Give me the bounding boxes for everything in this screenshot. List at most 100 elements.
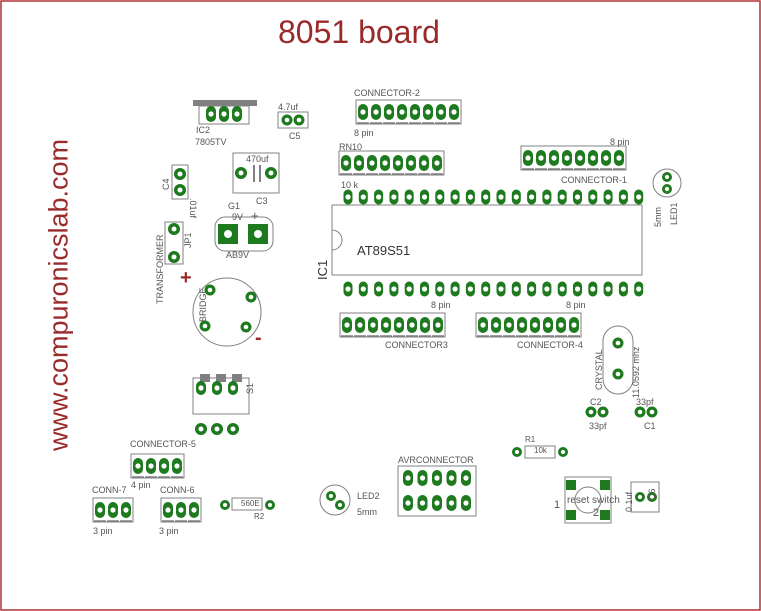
led2-label: LED2: [357, 491, 380, 501]
c6-pad-1-hole: [637, 494, 643, 500]
connector2-pin-1-hole: [373, 109, 379, 115]
rn10-pin-0-hole: [343, 160, 349, 166]
jp1-pad-2-hole: [171, 254, 177, 260]
jp1-label: JP1: [183, 232, 193, 248]
r1-pad-1-hole: [514, 449, 520, 455]
c4-outline: [171, 164, 189, 200]
avr-bottom-pin-3-hole: [448, 500, 455, 506]
bridge-pad-2-hole: [248, 294, 254, 300]
rn10-pin-4-hole: [395, 160, 401, 166]
ic1-top-pin-2-hole: [376, 194, 382, 200]
ic1-bottom-pin-16-hole: [590, 286, 596, 292]
s1-label: S1: [245, 382, 255, 394]
c3-pad-1-hole: [238, 170, 244, 176]
ic1-bottom-pin-5-hole: [421, 286, 428, 292]
ic1-top-pin-11-hole: [513, 194, 519, 200]
connector2-label: CONNECTOR-2: [354, 88, 420, 98]
c5-label: C5: [289, 131, 301, 141]
ic1-top-pin-17-hole: [605, 194, 611, 200]
c5-outline: [277, 111, 309, 129]
conn6-pin-1-hole: [178, 507, 184, 513]
ic1-top-pin-5-hole: [421, 194, 428, 200]
reset-outline: [564, 476, 612, 524]
r2-body: [231, 497, 263, 511]
c3-outline: [232, 152, 280, 194]
r1-value-label: 10k: [534, 446, 547, 455]
rn10-pin-1-hole: [356, 160, 362, 166]
conn7-pin-2-hole: [123, 507, 129, 513]
bridge-minus-label: -: [255, 327, 262, 349]
connector4-pin-3-hole: [519, 322, 525, 328]
ic1-bottom-pin-2-hole: [376, 286, 382, 292]
c6-label: C6: [647, 488, 657, 500]
ic2-pin-2-hole: [221, 111, 227, 117]
ic1-top-pin-12-hole: [529, 194, 535, 200]
connector3-pin-6-hole: [422, 322, 428, 328]
ic1-top-pin-13-hole: [544, 194, 550, 200]
connector1-pin-0-hole: [525, 155, 531, 161]
g1-outline: [214, 216, 274, 252]
battery-volts-label: 9V: [232, 212, 244, 222]
connector4-pin-0-hole: [480, 322, 486, 328]
ic1-bottom-pin-14-hole: [559, 286, 565, 292]
bridge-plus-label: +: [180, 267, 192, 289]
s1-pin-1-hole: [198, 385, 204, 391]
g1-pad-2-hole: [254, 230, 262, 238]
connector4-outline: [475, 312, 582, 338]
ic1-bottom-pin-7-hole: [452, 286, 458, 292]
s1-pin-3-hole: [230, 385, 236, 391]
rn10-label: RN10: [339, 142, 363, 152]
connector3-pin-2-hole: [370, 322, 376, 328]
connector4-pin-5-hole: [545, 322, 551, 328]
connector3-pin-1-hole: [357, 322, 363, 328]
c4-value-label: .01uf: [188, 198, 198, 219]
ic1-top-pin-4-hole: [406, 194, 412, 200]
ic1-top-pin-18-hole: [620, 194, 627, 200]
ic1-bottom-pin-1-hole: [360, 286, 366, 292]
conn7-pin-1-hole: [110, 507, 116, 513]
connector5-pins-label: 4 pin: [131, 480, 151, 490]
connector2-pin-3-hole: [399, 109, 405, 115]
reset-circle: [574, 486, 602, 514]
led1-label: LED1: [669, 202, 679, 225]
ic2-pin-3-hole: [234, 111, 240, 117]
connector2-outline: [355, 99, 462, 125]
c2-pad-2-hole: [600, 409, 606, 415]
ic1-bottom-pin-9-hole: [483, 286, 489, 292]
connector3-pin-0-hole: [344, 322, 350, 328]
connector3-pin-3-hole: [383, 322, 389, 328]
led2-pad-2-hole: [337, 502, 343, 508]
conn7-label: CONN-7: [92, 485, 127, 495]
ic1-bottom-pin-4-hole: [406, 286, 412, 292]
c2-label: C2: [590, 397, 602, 407]
s1-knob-2: [216, 374, 226, 382]
bridge-pad-1-hole: [207, 287, 213, 293]
bridge-outline: [192, 277, 262, 347]
crystal-pad-1-hole: [615, 340, 621, 346]
connector1-pin-6-hole: [603, 155, 609, 161]
conn7-pins-label: 3 pin: [93, 526, 113, 536]
s1-pad-3-hole: [230, 426, 236, 432]
connector2-pin-4-hole: [412, 109, 418, 115]
connector2-pin-2-hole: [386, 109, 392, 115]
connector4-pin-7-hole: [571, 322, 577, 328]
crystal-freq-label: 11.0592 mhz: [631, 346, 641, 398]
bridge-label: BRIDGE: [198, 287, 208, 322]
ic1-top-pin-8-hole: [467, 194, 473, 200]
reset-pin1-label: 1: [554, 499, 561, 511]
ic1-top-pin-1-hole: [360, 194, 366, 200]
avr-top-pin-1-hole: [419, 475, 426, 481]
c3-value-label: 470uf: [246, 154, 269, 164]
s1-pad-2-hole: [214, 426, 220, 432]
reset-pad-1: [566, 480, 576, 490]
battery-type-label: AB9V: [226, 250, 250, 260]
regulator-label: 7805TV: [195, 137, 227, 147]
s1-pin-2-hole: [214, 385, 220, 391]
c4-pad-1-hole: [177, 171, 183, 177]
led2-pad-1-hole: [328, 493, 334, 499]
bridge-pad-4-hole: [243, 324, 249, 330]
transformer-label: TRANSFORMER: [155, 234, 165, 305]
connector1-pin-4-hole: [577, 155, 583, 161]
c2-pad-1-hole: [588, 409, 594, 415]
